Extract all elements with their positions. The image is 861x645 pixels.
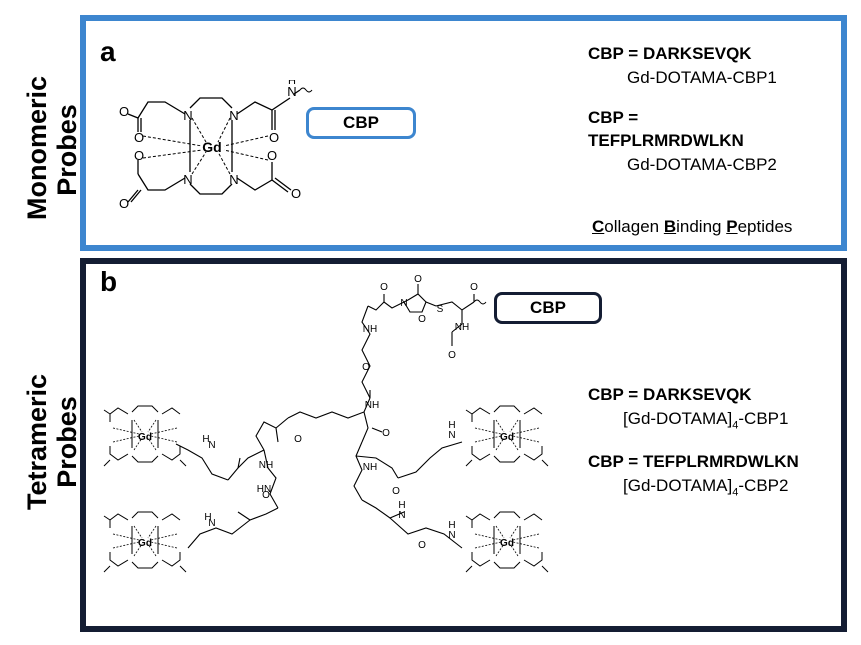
side-label-line-2: Probes: [52, 104, 82, 196]
monomeric-probes-label: Monomeric Probes: [22, 75, 82, 220]
atom-n: N: [287, 84, 296, 99]
atom-h: H: [448, 520, 455, 531]
panel-b-tetrameric: [80, 258, 847, 632]
atom-n: N: [448, 430, 455, 441]
atom-n: N: [400, 298, 407, 309]
cbp2-probe-name: Gd-DOTAMA-CBP2: [627, 155, 777, 174]
atom-o: O: [382, 428, 390, 439]
atom-n: N: [183, 108, 192, 123]
probe-name-prefix: [Gd-DOTAMA]: [623, 409, 733, 428]
atom-gd: Gd: [138, 432, 152, 443]
atom-o: O: [294, 434, 302, 445]
atom-o: O: [262, 490, 270, 501]
atom-n: N: [208, 518, 215, 529]
atom-nh: NH: [455, 322, 469, 333]
atom-o: O: [267, 148, 277, 163]
panel-a-monomeric: [80, 15, 847, 251]
atom-gd: Gd: [500, 432, 514, 443]
cbp1-sequence: CBP = DARKSEVQK: [588, 44, 752, 63]
atom-o: O: [134, 148, 144, 163]
atom-h: H: [398, 500, 405, 511]
atom-nh: NH: [365, 400, 379, 411]
cbp2-probe-name: [Gd-DOTAMA]4-CBP2: [623, 476, 788, 498]
atom-o: O: [119, 104, 129, 119]
atom-n: N: [448, 530, 455, 541]
atom-o: O: [291, 186, 301, 201]
atom-gd: Gd: [500, 538, 514, 549]
atom-o: O: [470, 282, 478, 293]
atom-h: H: [448, 420, 455, 431]
atom-n: N: [183, 172, 192, 187]
cbp-box-monomeric: CBP: [306, 107, 416, 139]
panel-a-letter: a: [100, 36, 116, 67]
footnote-letter-b: B: [663, 217, 677, 236]
atom-n: N: [398, 510, 405, 521]
cbp1-probe-name: Gd-DOTAMA-CBP1: [627, 68, 777, 87]
atom-h: H: [202, 434, 209, 445]
atom-gd: Gd: [202, 139, 221, 155]
probe-name-suffix: -CBP2: [738, 476, 789, 495]
atom-o: O: [119, 196, 129, 211]
atom-o: O: [392, 486, 400, 497]
atom-o: O: [269, 130, 279, 145]
cbp-box-tetrameric: CBP: [494, 292, 602, 324]
side-label-line-2: Probes: [52, 396, 82, 488]
side-label-line-1: Tetrameric: [22, 373, 52, 511]
cbp2-sequence-line-1: CBP =: [588, 108, 639, 127]
probe-name-subscript: 4: [732, 486, 739, 499]
cbp2-sequence-line-2: TEFPLRMRDWLKN: [588, 131, 744, 150]
probe-name-suffix: -CBP1: [738, 409, 789, 428]
panel-b-letter: b: [100, 266, 118, 297]
atom-o: O: [362, 362, 370, 373]
atom-o: O: [134, 130, 144, 145]
atom-o: O: [418, 540, 426, 551]
monomeric-structure: N N N N Gd O O O O O O O H N: [119, 80, 313, 211]
atom-nh: NH: [363, 324, 377, 335]
atom-s: S: [437, 304, 444, 315]
probe-name-subscript: 4: [732, 419, 739, 432]
atom-h: H: [204, 512, 211, 523]
tetrameric-structure: Gd Gd Gd Gd: [103, 274, 549, 573]
atom-gd: Gd: [138, 538, 152, 549]
atom-hn: HN: [257, 484, 271, 495]
atom-n: N: [229, 172, 238, 187]
side-label-line-1: Monomeric: [22, 75, 52, 220]
tetrameric-probes-label: Tetrameric Probes: [22, 372, 82, 512]
cbp2-sequence: CBP = TEFPLRMRDWLKN: [588, 452, 799, 471]
atom-nh: NH: [259, 460, 273, 471]
footnote-letter-c: C: [592, 217, 605, 236]
footnote-text: inding: [676, 217, 727, 236]
cbp1-sequence: CBP = DARKSEVQK: [588, 385, 752, 404]
cbp1-probe-name: [Gd-DOTAMA]4-CBP1: [623, 409, 788, 431]
atom-nh: NH: [363, 462, 377, 473]
probe-name-prefix: [Gd-DOTAMA]: [623, 476, 733, 495]
atom-n: N: [229, 108, 238, 123]
atom-n: N: [208, 440, 215, 451]
atom-h: H: [288, 80, 296, 87]
footnote-text: ollagen: [604, 217, 664, 236]
footnote-letter-p: P: [726, 217, 738, 236]
cbp-footnote: Collagen Binding Peptides: [592, 217, 792, 237]
atom-o: O: [448, 350, 456, 361]
footnote-text: eptides: [737, 217, 793, 236]
atom-o: O: [418, 314, 426, 325]
atom-o: O: [414, 274, 422, 285]
atom-o: O: [380, 282, 388, 293]
